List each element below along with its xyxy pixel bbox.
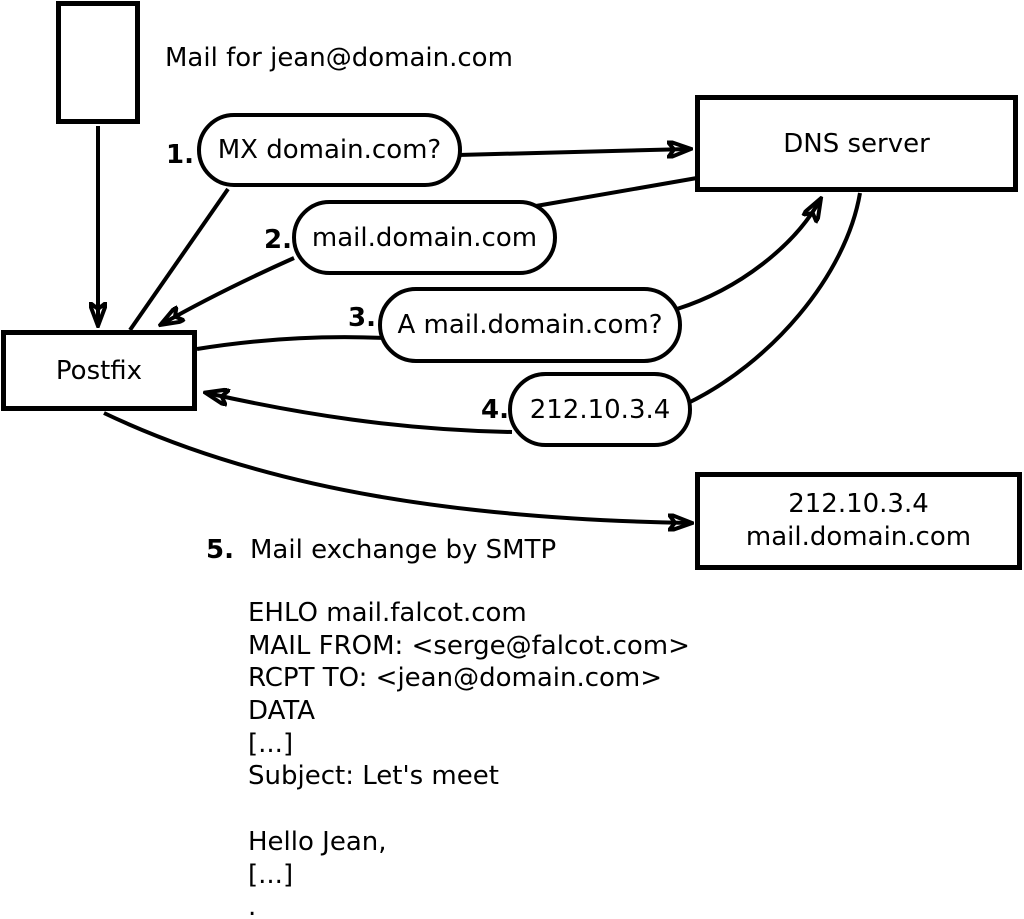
a-answer-pill: 212.10.3.4 [508, 372, 692, 447]
dns-server-label: DNS server [783, 128, 930, 159]
smtp-line: Subject: Let's meet [248, 761, 499, 792]
arrow-mx-query-to-dns [457, 149, 689, 155]
step-number-1: 1. [166, 140, 194, 170]
mx-query-label: MX domain.com? [217, 135, 442, 165]
postfix-box: Postfix [1, 330, 197, 411]
smtp-line: . [248, 892, 257, 919]
mx-answer-pill: mail.domain.com [292, 200, 557, 275]
line-dns-to-a-answer [685, 192, 862, 406]
mail-server-hostname: mail.domain.com [745, 522, 972, 552]
mx-query-pill: MX domain.com? [197, 113, 462, 187]
smtp-session-transcript: EHLO mail.falcot.com MAIL FROM: <serge@f… [248, 597, 690, 919]
mail-server-box: 212.10.3.4 mail.domain.com [695, 472, 1022, 570]
step-number-2: 2. [264, 225, 292, 255]
arrow-a-query-to-dns [676, 200, 820, 311]
mail-message-icon [56, 1, 140, 124]
smtp-line: [...] [248, 859, 294, 890]
a-answer-label: 212.10.3.4 [529, 394, 671, 425]
smtp-line: Hello Jean, [248, 826, 387, 857]
smtp-line: RCPT TO: <jean@domain.com> [248, 663, 663, 694]
a-query-label: A mail.domain.com? [397, 310, 663, 340]
dns-server-box: DNS server [695, 95, 1018, 192]
postfix-label: Postfix [55, 355, 143, 386]
arrow-mx-answer-to-postfix [162, 256, 295, 324]
line-dns-to-mx-answer [535, 176, 698, 208]
step-number-5: 5. [206, 535, 234, 565]
smtp-line: MAIL FROM: <serge@falcot.com> [248, 630, 690, 661]
smtp-line: DATA [248, 696, 315, 727]
mail-server-ip: 212.10.3.4 [788, 489, 929, 519]
smtp-line: [...] [248, 728, 294, 759]
smtp-line: EHLO mail.falcot.com [248, 598, 527, 628]
line-postfix-to-a-query [196, 335, 385, 351]
step-number-4: 4. [481, 395, 509, 425]
line-postfix-to-mx-query [128, 187, 230, 332]
mail-for-note: Mail for jean@domain.com [165, 43, 513, 73]
step-5-caption: Mail exchange by SMTP [250, 535, 557, 565]
mail-server-labels: 212.10.3.4 mail.domain.com [746, 488, 971, 554]
step-number-3: 3. [348, 303, 376, 333]
arrow-postfix-to-mailserver [103, 411, 690, 523]
arrow-a-answer-to-postfix [207, 393, 513, 434]
mx-answer-label: mail.domain.com [311, 222, 538, 253]
a-query-pill: A mail.domain.com? [378, 287, 682, 363]
smtp-line-blank [248, 793, 690, 826]
